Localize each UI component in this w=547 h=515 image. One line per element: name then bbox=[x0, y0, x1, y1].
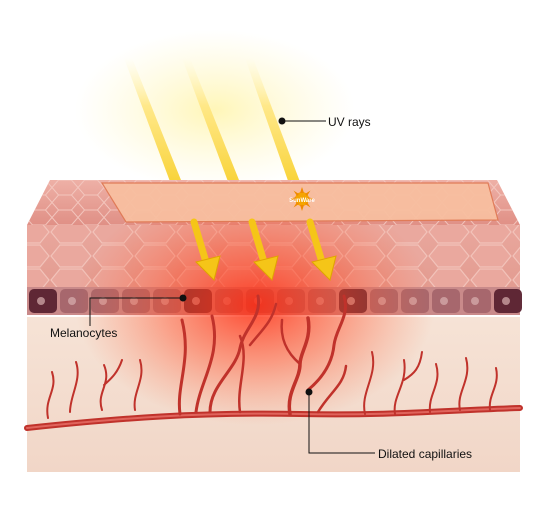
melanocyte-nucleus bbox=[502, 297, 510, 305]
capillary-leader-dot bbox=[305, 388, 313, 396]
melanocyte-nucleus bbox=[471, 297, 479, 305]
penetration-arrow-3 bbox=[306, 218, 337, 281]
uv-glow bbox=[75, 30, 355, 190]
melanocyte-nucleus bbox=[68, 297, 76, 305]
capillary-network bbox=[24, 294, 523, 431]
melanocyte-nucleus bbox=[440, 297, 448, 305]
uv-leader-dot bbox=[278, 117, 286, 125]
penetration-arrow-2 bbox=[248, 218, 279, 281]
uv-ray-1 bbox=[124, 58, 187, 195]
melanocytes-label: Melanocytes bbox=[50, 326, 118, 340]
capillary-leader bbox=[308, 392, 375, 454]
melanocyte-leader-dot bbox=[179, 294, 187, 302]
sun-patch: SunWare bbox=[100, 182, 499, 223]
penetration-arrow-1 bbox=[190, 218, 221, 281]
uv-penetration-arrows bbox=[190, 218, 337, 281]
patch-brand-text: SunWare bbox=[289, 198, 315, 204]
dilated-capillaries-label: Dilated capillaries bbox=[378, 447, 473, 461]
leader-lines bbox=[89, 117, 375, 454]
melanocyte-leader bbox=[89, 297, 183, 326]
uv-rays bbox=[75, 30, 355, 195]
inflammation-glow bbox=[75, 185, 435, 425]
uv-ray-2 bbox=[182, 58, 245, 195]
sun-icon: SunWare bbox=[289, 187, 316, 211]
uv-rays-label: UV rays bbox=[328, 115, 371, 129]
melanocyte-nucleus bbox=[37, 297, 45, 305]
uv-ray-3 bbox=[245, 58, 305, 195]
